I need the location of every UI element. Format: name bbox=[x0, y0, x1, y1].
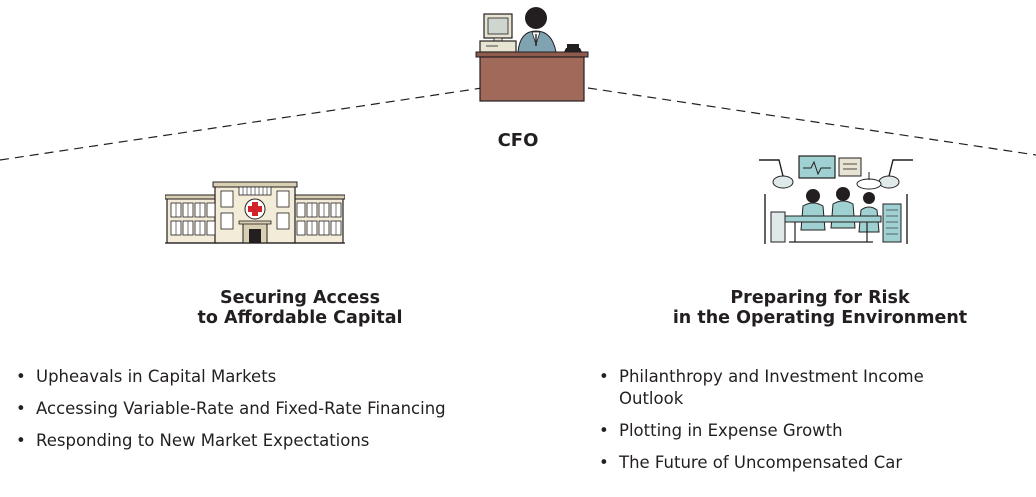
right-heading-line2: in the Operating Environment bbox=[672, 308, 968, 328]
right-heading-line1: Preparing for Risk bbox=[730, 288, 910, 308]
bullet-dot: • bbox=[16, 367, 26, 386]
list-item-text: Philanthropy and Investment Income Outlo… bbox=[619, 367, 924, 408]
list-item-text: Plotting in Expense Growth bbox=[619, 421, 843, 440]
bullet-dot: • bbox=[16, 431, 26, 450]
operating-room-icon bbox=[759, 155, 913, 244]
bullet-dot: • bbox=[16, 399, 26, 418]
list-item: • Plotting in Expense Growth bbox=[595, 420, 1036, 442]
bullet-dot: • bbox=[599, 453, 609, 472]
bullet-dot: • bbox=[599, 367, 609, 386]
list-item-text: The Future of Uncompensated Car bbox=[619, 453, 903, 472]
right-connector-line bbox=[587, 87, 1036, 156]
list-item-text: Accessing Variable-Rate and Fixed-Rate F… bbox=[36, 399, 446, 418]
list-item-text: Responding to New Market Expectations bbox=[36, 431, 370, 450]
left-heading-line2: to Affordable Capital bbox=[197, 308, 403, 328]
left-branch-heading: Securing Access to Affordable Capital bbox=[100, 288, 500, 328]
list-item: • The Future of Uncompensated Car bbox=[595, 452, 1036, 474]
executive-at-desk-icon bbox=[475, 7, 589, 102]
list-item-text: Upheavals in Capital Markets bbox=[36, 367, 277, 386]
hospital-building-icon bbox=[165, 181, 345, 244]
list-item: • Responding to New Market Expectations bbox=[12, 430, 492, 452]
right-bullet-list: • Philanthropy and Investment Income Out… bbox=[595, 366, 1036, 484]
bullet-dot: • bbox=[599, 421, 609, 440]
list-item: • Accessing Variable-Rate and Fixed-Rate… bbox=[12, 398, 466, 420]
left-connector-line bbox=[0, 87, 483, 161]
list-item: • Philanthropy and Investment Income Out… bbox=[595, 366, 979, 410]
left-heading-line1: Securing Access bbox=[219, 288, 380, 308]
right-branch-heading: Preparing for Risk in the Operating Envi… bbox=[620, 288, 1020, 328]
left-bullet-list: • Upheavals in Capital Markets • Accessi… bbox=[12, 366, 492, 462]
list-item: • Upheavals in Capital Markets bbox=[12, 366, 492, 388]
cfo-title: CFO bbox=[497, 130, 539, 151]
